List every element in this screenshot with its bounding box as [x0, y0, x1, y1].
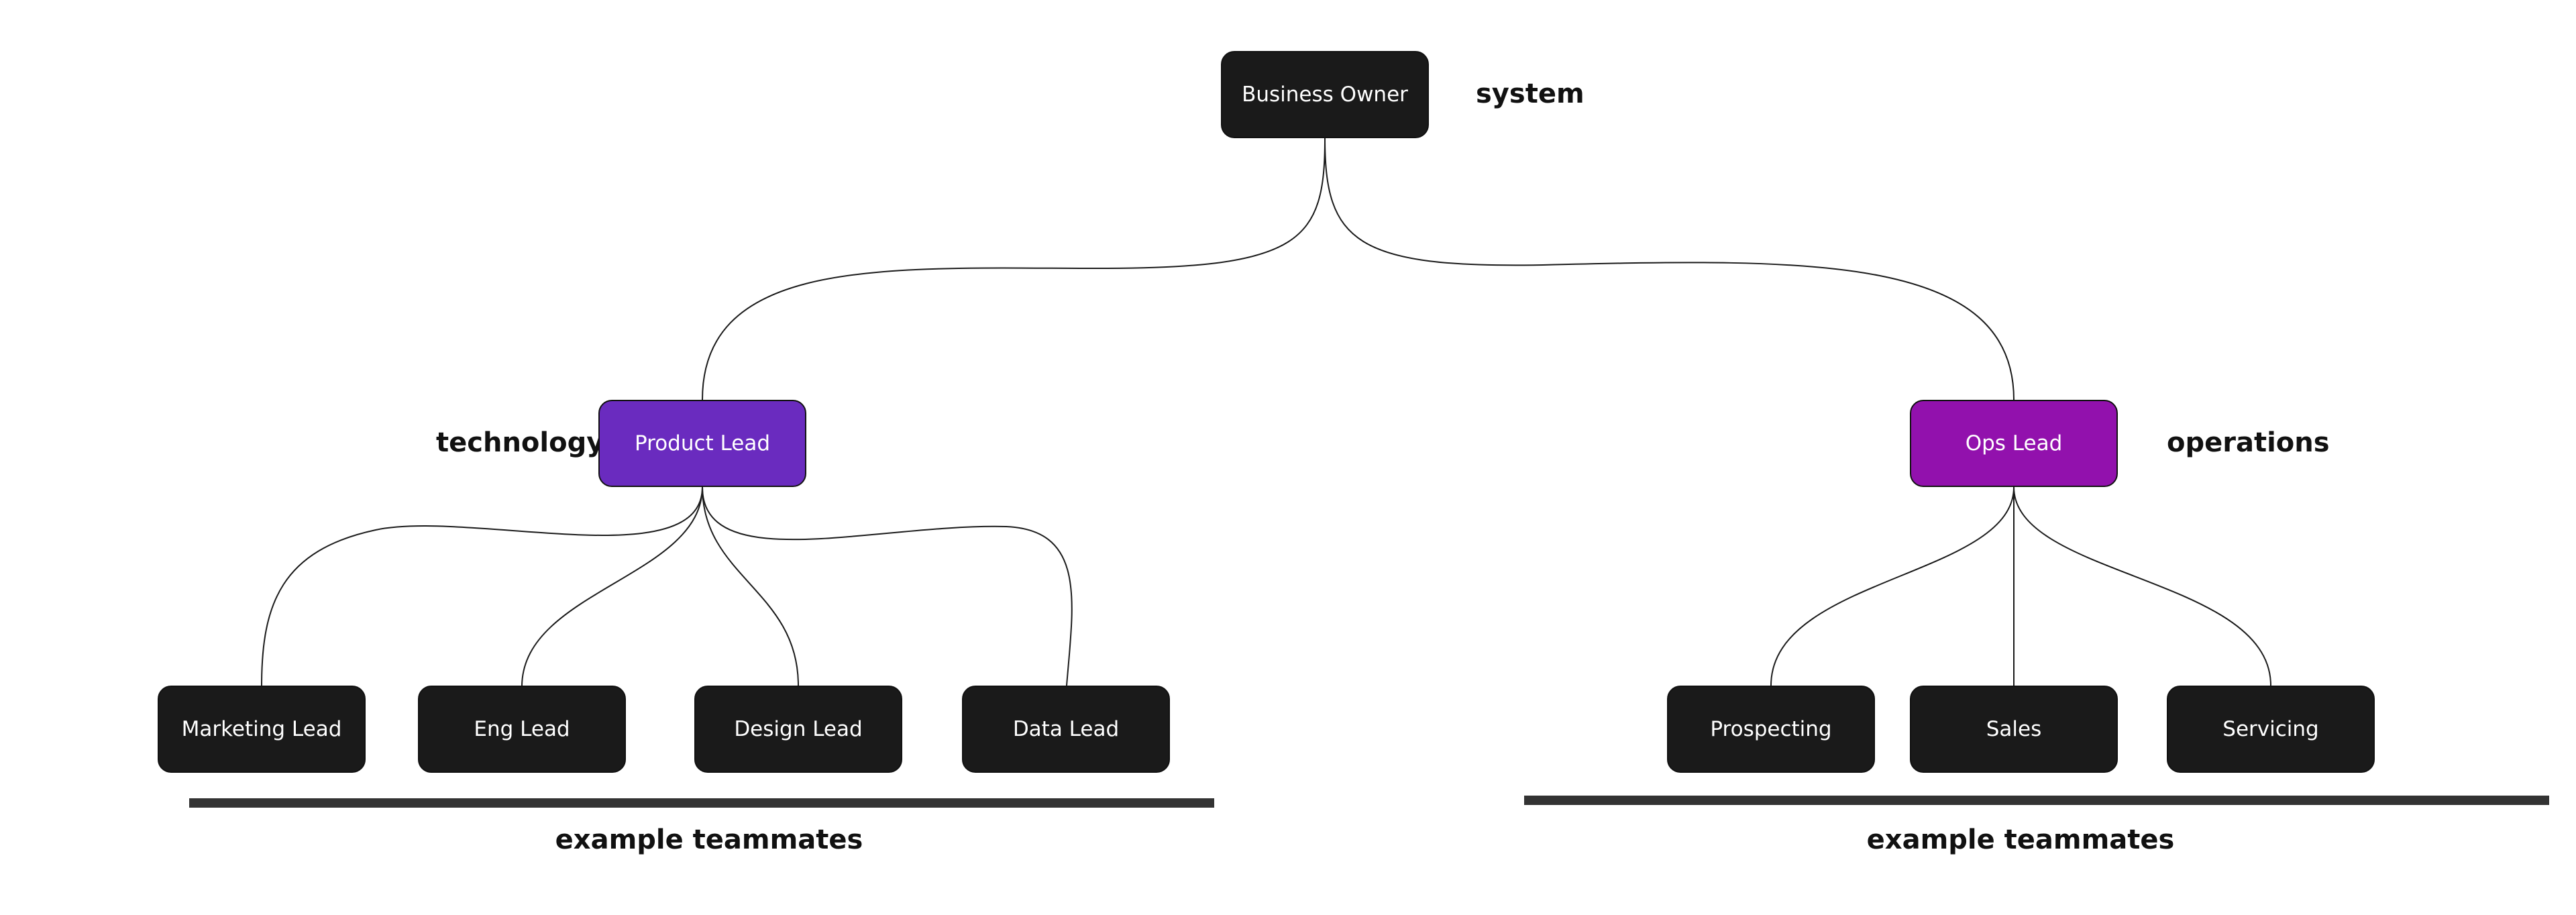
- connector-ops-lead-to-prospecting: [1770, 486, 2015, 686]
- design-lead-label: Design Lead: [734, 717, 863, 741]
- operations-divider: [1524, 796, 2549, 805]
- ops-lead-node[interactable]: Ops Lead: [1910, 400, 2118, 487]
- business-owner-node[interactable]: Business Owner: [1221, 51, 1429, 138]
- ops-lead-label: Ops Lead: [1965, 431, 2063, 455]
- data-lead-node[interactable]: Data Lead: [962, 686, 1170, 773]
- servicing-label: Servicing: [2222, 717, 2319, 741]
- design-lead-node[interactable]: Design Lead: [694, 686, 902, 773]
- technology-teammates-caption: example teammates: [555, 824, 863, 855]
- eng-lead-label: Eng Lead: [474, 717, 570, 741]
- system-label: system: [1476, 78, 1585, 109]
- marketing-lead-node[interactable]: Marketing Lead: [158, 686, 366, 773]
- business-owner-label: Business Owner: [1242, 83, 1408, 107]
- sales-node[interactable]: Sales: [1910, 686, 2118, 773]
- connector-ops-lead-to-servicing: [2013, 486, 2271, 686]
- technology-label: technology: [436, 427, 604, 458]
- product-lead-label: Product Lead: [634, 431, 771, 455]
- servicing-node[interactable]: Servicing: [2167, 686, 2375, 773]
- connector-product-lead-to-design-lead: [702, 486, 799, 686]
- product-lead-node[interactable]: Product Lead: [598, 400, 806, 487]
- prospecting-label: Prospecting: [1710, 717, 1832, 741]
- technology-divider: [189, 798, 1214, 808]
- sales-label: Sales: [1986, 717, 2042, 741]
- connector-product-lead-to-data-lead: [702, 486, 1073, 686]
- operations-teammates-caption: example teammates: [1866, 824, 2175, 855]
- data-lead-label: Data Lead: [1012, 717, 1120, 741]
- connector-product-lead-to-eng-lead: [521, 486, 703, 686]
- connector-product-lead-to-marketing-lead: [261, 486, 703, 686]
- operations-label: operations: [2167, 427, 2330, 458]
- connector-root-to-ops-lead: [1324, 138, 2015, 400]
- prospecting-node[interactable]: Prospecting: [1667, 686, 1875, 773]
- connector-root-to-product-lead: [702, 138, 1326, 400]
- eng-lead-node[interactable]: Eng Lead: [418, 686, 626, 773]
- marketing-lead-label: Marketing Lead: [181, 717, 342, 741]
